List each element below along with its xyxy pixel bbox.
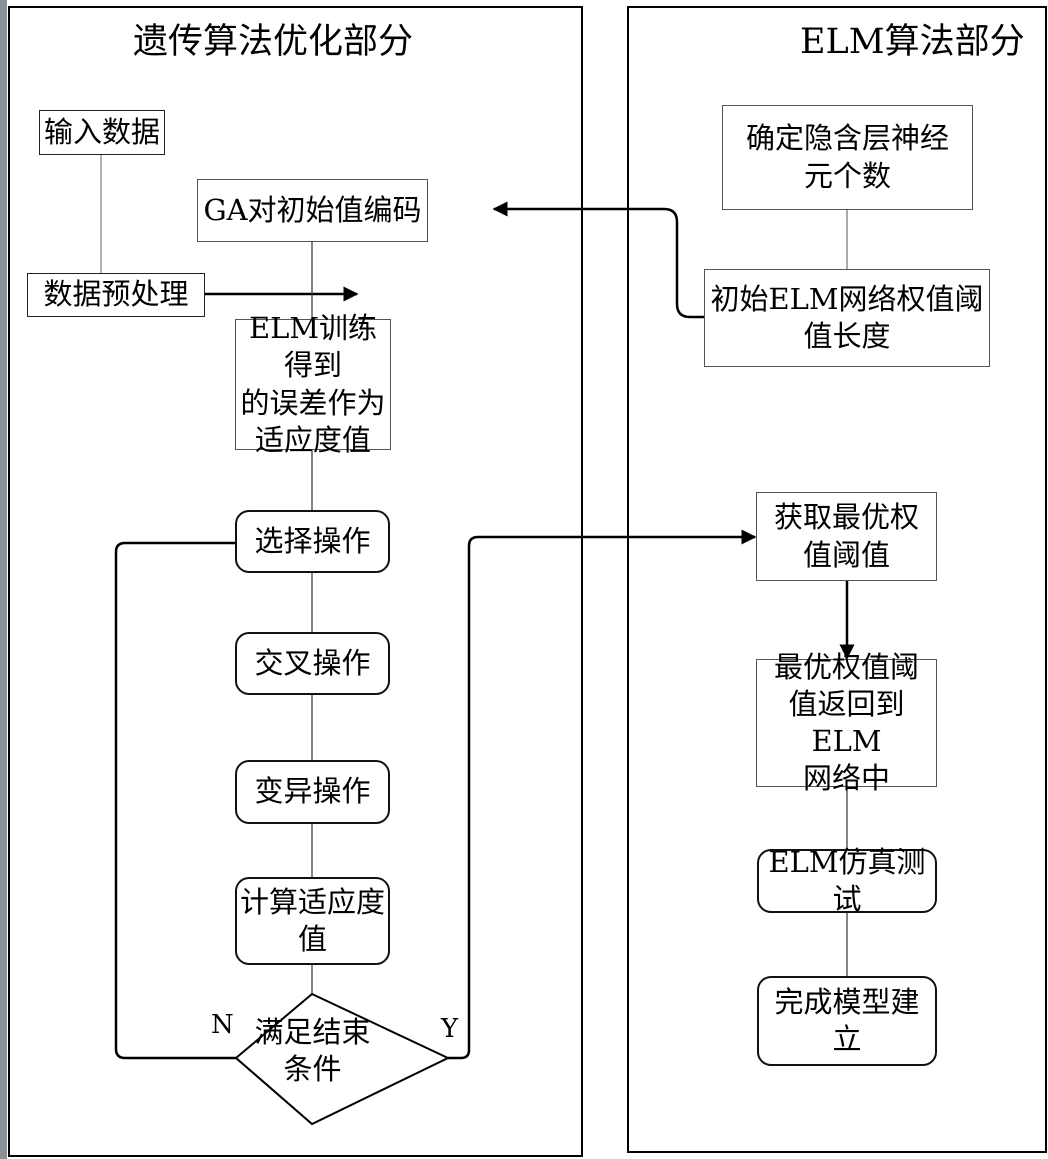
edge-yes-path <box>448 529 757 1060</box>
node-return-optimal: 最优权值阈 值返回到ELM 网络中 <box>756 650 937 795</box>
decision-diamond <box>234 992 451 1126</box>
left-margin-strip <box>0 0 7 1159</box>
node-ga-encode: GA对初始值编码 <box>197 179 428 242</box>
elm-panel <box>627 6 1047 1153</box>
elm-panel-title: ELM算法部分 <box>800 22 1025 62</box>
ga-panel <box>8 6 583 1157</box>
node-selection: 选择操作 <box>235 510 390 573</box>
node-get-optimal: 获取最优权 值阈值 <box>756 492 937 581</box>
ga-panel-title: 遗传算法优化部分 <box>133 22 414 62</box>
node-crossover: 交叉操作 <box>235 632 390 695</box>
label-yes: Y <box>441 1014 459 1044</box>
node-init-length: 初始ELM网络权值阈 值长度 <box>704 269 990 367</box>
node-elm-fitness: ELM训练得到 的误差作为 适应度值 <box>235 311 391 457</box>
edge-no-loop <box>114 535 270 1060</box>
node-complete: 完成模型建 立 <box>757 976 937 1066</box>
node-simulation: ELM仿真测试 <box>757 845 937 916</box>
node-end-condition: 满足结束 条件 <box>254 1015 371 1087</box>
node-mutation: 变异操作 <box>235 760 390 824</box>
edge-init-encode <box>492 201 704 319</box>
node-preprocess: 数据预处理 <box>27 273 205 317</box>
label-no: N <box>211 1010 234 1040</box>
node-compute-fitness: 计算适应度 值 <box>235 877 390 965</box>
node-input-data: 输入数据 <box>39 110 165 155</box>
node-hidden-neurons: 确定隐含层神经 元个数 <box>722 105 973 210</box>
